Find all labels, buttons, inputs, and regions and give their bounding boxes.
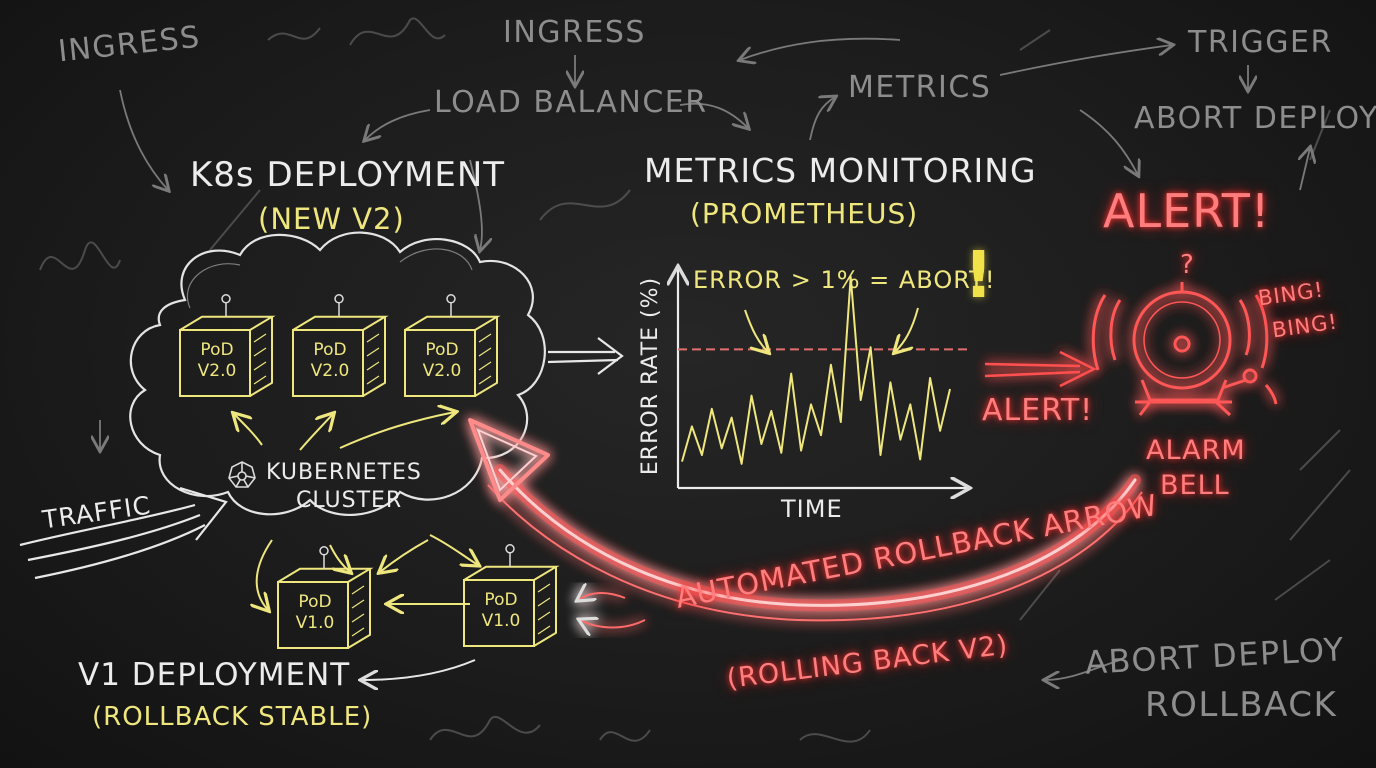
ghost-label-metrics: METRICS bbox=[848, 70, 992, 105]
cluster-label-line2: CLUSTER bbox=[296, 488, 403, 513]
pod-v1-1-line2: V1.0 bbox=[295, 613, 335, 634]
ghost-arrows bbox=[100, 39, 1310, 680]
error-rate-chart bbox=[678, 268, 968, 488]
automated-rollback-arrow bbox=[468, 418, 1143, 622]
v1-deployment-subtitle: (ROLLBACK STABLE) bbox=[92, 702, 373, 732]
pod-v2-3-line2: V2.0 bbox=[422, 361, 462, 382]
alert-title: ALERT! bbox=[1103, 184, 1271, 238]
chart-alert-label: ALERT! bbox=[982, 393, 1094, 428]
pod-v2-1-box bbox=[179, 294, 276, 397]
k8s-deployment-title: K8s DEPLOYMENT bbox=[190, 155, 506, 195]
kubernetes-wheel-icon bbox=[228, 461, 256, 488]
pod-v2-1-line2: V2.0 bbox=[197, 361, 237, 382]
alarm-bell-label-line1: ALARM bbox=[1146, 435, 1246, 466]
ghost-scribbles bbox=[39, 17, 1351, 743]
alert-question-mark: ? bbox=[1180, 250, 1195, 280]
pod-v1-2-box bbox=[463, 544, 560, 647]
error-rate-series-line bbox=[681, 275, 951, 465]
pod-v1-2-line2: V1.0 bbox=[481, 611, 521, 632]
ghost-label-trigger: TRIGGER bbox=[1188, 25, 1333, 60]
traffic-arrow bbox=[19, 486, 228, 580]
pod-v2-2-box bbox=[292, 294, 389, 397]
pod-v2-2: PoD V2.0 bbox=[296, 340, 364, 383]
chart-y-axis-label: ERROR RATE (%) bbox=[638, 276, 663, 476]
warning-exclamation: ! bbox=[964, 239, 995, 313]
alarm-bell-label-line2: BELL bbox=[1160, 470, 1230, 501]
ghost-label-rollback: ROLLBACK bbox=[1145, 685, 1338, 725]
pod-v1-1-line1: PoD bbox=[298, 592, 332, 612]
v1-deployment-arrow bbox=[362, 659, 476, 680]
pod-boxes bbox=[179, 294, 560, 649]
chart-x-axis-label: TIME bbox=[781, 495, 843, 523]
threshold-note: ERROR > 1% = ABORT! bbox=[693, 266, 996, 294]
monitoring-title: METRICS MONITORING bbox=[644, 151, 1037, 190]
pod-v2-1: PoD V2.0 bbox=[183, 340, 251, 383]
pod-v2-2-line2: V2.0 bbox=[310, 361, 350, 382]
cluster-to-monitor-arrow bbox=[547, 337, 624, 375]
alarm-bell-icon bbox=[1091, 282, 1278, 417]
threshold-pointer-arrows bbox=[744, 307, 919, 352]
v1-deployment-title: V1 DEPLOYMENT bbox=[78, 657, 351, 693]
pod-v2-3-box bbox=[404, 294, 501, 397]
ghost-label-abort-deploy-top: ABORT DEPLOY bbox=[1134, 101, 1376, 136]
monitoring-subtitle: (PROMETHEUS) bbox=[690, 197, 919, 230]
cluster-label-line1: KUBERNETES bbox=[266, 460, 422, 485]
pod-v1-2: PoD V1.0 bbox=[467, 590, 535, 633]
pod-v1-2-line1: PoD bbox=[484, 590, 518, 610]
rollback-swirl-arrows bbox=[578, 593, 646, 628]
k8s-deployment-subtitle: (NEW V2) bbox=[258, 202, 405, 236]
cluster-cloud bbox=[129, 231, 546, 517]
ghost-label-ingress-top: INGRESS bbox=[503, 15, 646, 50]
pod-v1-1: PoD V1.0 bbox=[281, 592, 349, 635]
pod-v2-1-line1: PoD bbox=[200, 340, 234, 360]
pod-v1-1-box bbox=[277, 546, 374, 649]
alert-arrow bbox=[984, 350, 1097, 388]
pod-v2-2-line1: PoD bbox=[313, 340, 347, 360]
pod-v2-3: PoD V2.0 bbox=[408, 340, 476, 383]
pod-v2-3-line1: PoD bbox=[425, 340, 459, 360]
ghost-label-load-balancer: LOAD BALANCER bbox=[434, 85, 708, 120]
